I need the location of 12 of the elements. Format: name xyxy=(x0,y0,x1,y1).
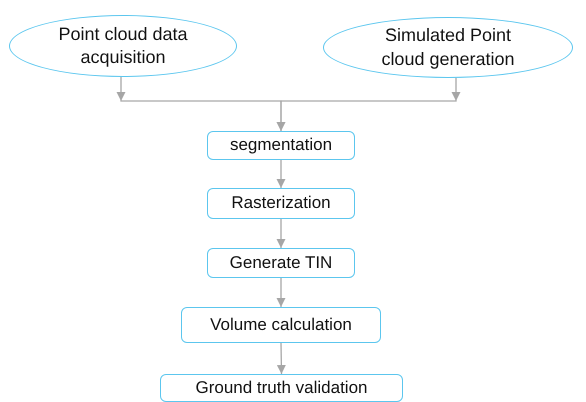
process-box xyxy=(207,188,355,219)
process-box xyxy=(160,374,403,402)
process-box xyxy=(181,307,381,343)
node-label: Rasterization xyxy=(230,192,332,214)
node-label: Point cloud data acquisition xyxy=(57,22,189,69)
node-label: Simulated Point cloud generation xyxy=(380,24,516,71)
node-label: Generate TIN xyxy=(228,252,334,274)
node-label: segmentation xyxy=(228,134,334,156)
process-box xyxy=(207,248,355,278)
process-box xyxy=(207,131,355,160)
node-label: Volume calculation xyxy=(209,314,353,336)
node-label: Ground truth validation xyxy=(194,376,368,399)
